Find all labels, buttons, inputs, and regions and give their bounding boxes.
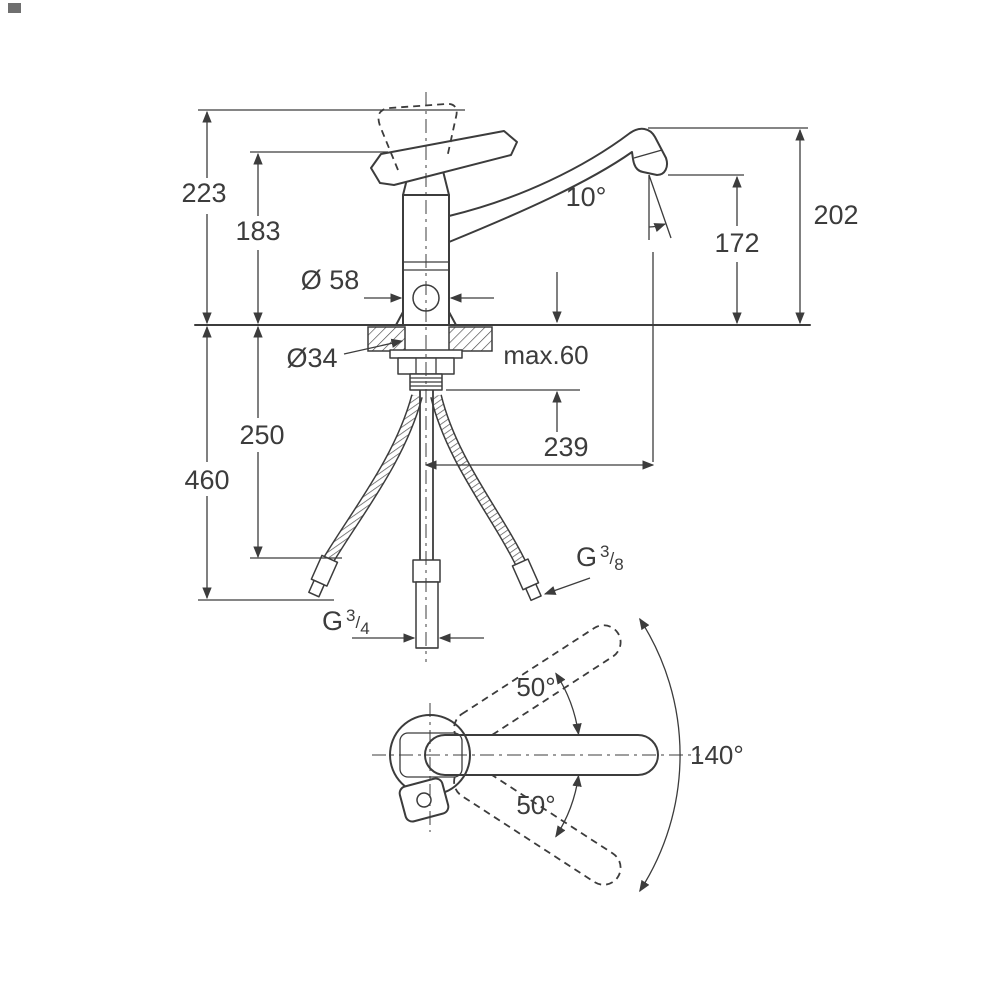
- supply-pipe: [412, 390, 441, 649]
- top-view: [372, 617, 700, 893]
- outlet-angle-label: 10°: [566, 182, 607, 212]
- corner-mark: [8, 3, 21, 13]
- dim-250-label: 250: [239, 420, 284, 450]
- dimension-lines: [194, 109, 811, 643]
- dim-183-label: 183: [235, 216, 280, 246]
- swivel-total-arc: [639, 617, 681, 893]
- flexible-hose-right: [430, 394, 542, 602]
- counter-cross-section: [367, 326, 493, 352]
- spout-position-upper-dashed: [453, 624, 622, 747]
- swivel-upper-label: 50°: [516, 672, 555, 702]
- lever-handle: [370, 130, 518, 186]
- dim-202-label: 202: [813, 200, 858, 230]
- body-diameter-label: Ø 58: [301, 265, 360, 295]
- hole-diameter-label: Ø34: [286, 343, 337, 373]
- dim-172-label: 172: [714, 228, 759, 258]
- spout: [448, 127, 668, 243]
- dim-460-label: 460: [184, 465, 229, 495]
- counter-thickness-label: max.60: [503, 340, 588, 370]
- flexible-hose-left: [308, 394, 423, 598]
- dim-239-label: 239: [543, 432, 588, 462]
- swivel-upper-arc: [555, 672, 582, 736]
- hose-fitting-left: [308, 554, 339, 598]
- hose-fitting-right: [511, 558, 542, 602]
- spout-position-lower-dashed: [453, 763, 622, 886]
- swivel-lower-arc: [555, 774, 582, 838]
- handle-top-view: [398, 777, 450, 823]
- outlet-angle-indicator: [648, 174, 672, 240]
- swivel-lower-label: 50°: [516, 790, 555, 820]
- lever-handle-raised-position: [377, 103, 458, 171]
- aerator-joint-line: [633, 149, 663, 159]
- dim-223-label: 223: [181, 178, 226, 208]
- swivel-total-label: 140°: [690, 740, 744, 770]
